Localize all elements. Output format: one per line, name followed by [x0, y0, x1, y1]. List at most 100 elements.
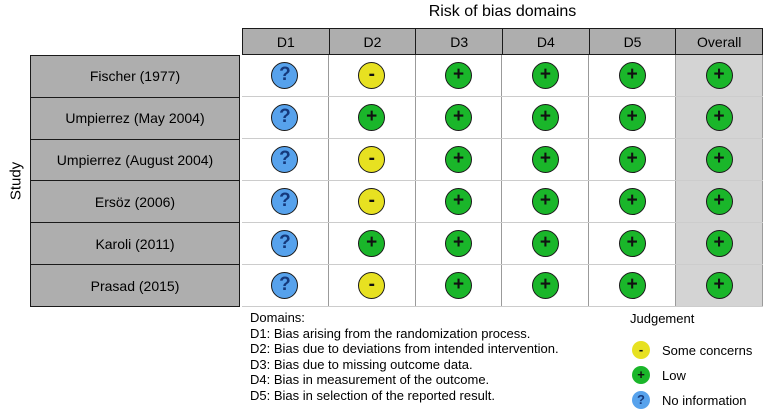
judgement-circle: +: [705, 230, 733, 257]
judgement-circle: -: [358, 272, 386, 299]
judgement-cell: ?: [242, 97, 329, 138]
grid-row: ? - + + + +: [242, 181, 763, 223]
judgement-circle: ?: [271, 230, 299, 257]
judgement-cell: +: [415, 97, 503, 138]
judgement-circle: +: [445, 146, 473, 173]
judgement-circle: +: [445, 62, 473, 89]
judgement-circle: +: [531, 62, 559, 89]
judgement-circle: +: [531, 188, 559, 215]
judgement-circle: +: [531, 104, 559, 131]
domains-legend: Domains: D1: Bias arising from the rando…: [250, 310, 559, 403]
column-header-overall: Overall: [697, 33, 742, 50]
judgement-cell: +: [676, 139, 763, 180]
judgement-cell: -: [328, 265, 416, 306]
study-row-label: Umpierrez (August 2004): [31, 140, 239, 182]
domain-description-d5: D5: Bias in selection of the reported re…: [250, 387, 495, 403]
study-row-label: Karoli (2011): [31, 223, 239, 266]
legend-label: Low: [662, 367, 686, 383]
judgement-cell: +: [328, 223, 416, 264]
judgement-circle: +: [705, 62, 733, 89]
judgement-legend: Judgement - Some concerns + Low ? No inf…: [630, 311, 752, 416]
judgement-cell: +: [676, 181, 763, 222]
study-axis-label: Study: [7, 161, 25, 201]
judgement-cell: +: [589, 97, 677, 138]
judgement-cell: +: [415, 139, 503, 180]
judgement-cell: -: [328, 181, 416, 222]
grid-row: ? - + + + +: [242, 139, 763, 181]
judgement-cell: +: [676, 223, 763, 264]
grid-row: ? + + + + +: [242, 97, 763, 139]
domain-description-d4: D4: Bias in measurement of the outcome.: [250, 372, 490, 387]
judgement-circle: -: [358, 146, 386, 173]
judgement-circle: +: [531, 272, 559, 299]
judgement-cell: +: [415, 55, 503, 96]
judgement-circle: ?: [271, 146, 299, 173]
judgement-circle: +: [358, 104, 386, 131]
judgement-circle: -: [358, 62, 386, 89]
chart-title: Risk of bias domains: [428, 3, 577, 20]
judgement-circle: +: [531, 146, 559, 173]
judgement-cell: +: [502, 139, 590, 180]
legend-label: No information: [662, 392, 747, 408]
judgement-circle: +: [705, 146, 733, 173]
judgement-circle: ?: [271, 272, 299, 299]
judgement-cell: +: [415, 265, 503, 306]
domain-description-d3: D3: Bias due to missing outcome data.: [250, 356, 473, 372]
domain-header-row: D1 D2 D3 D4 D5 Overall: [242, 28, 763, 55]
judgement-cell: +: [415, 223, 503, 264]
judgement-cell: +: [676, 265, 763, 306]
judgement-cell: ?: [242, 181, 329, 222]
column-header-d1: D1: [243, 29, 330, 54]
judgement-circle: +: [705, 104, 733, 131]
judgement-cell: +: [415, 181, 503, 222]
some-concerns-circle-icon: -: [632, 341, 650, 359]
judgement-circle: +: [358, 230, 386, 257]
judgement-circle: +: [705, 188, 733, 215]
study-row-label: Ersöz (2006): [31, 181, 239, 224]
judgement-legend-item-no-information: ? No information: [632, 391, 752, 409]
judgement-circle: ?: [271, 188, 299, 215]
judgement-legend-item-some-concerns: - Some concerns: [632, 341, 752, 359]
judgement-grid: ? - + + + + ? + + + + + ? - + + + + ? - …: [242, 55, 763, 307]
study-row-label: Prasad (2015): [90, 277, 180, 294]
judgement-cell: +: [589, 181, 677, 222]
domain-description-d2: D2: Bias due to deviations from intended…: [250, 341, 559, 356]
judgement-cell: +: [502, 223, 590, 264]
judgement-cell: +: [502, 265, 590, 306]
judgement-circle: +: [445, 230, 473, 257]
judgement-circle: +: [445, 188, 473, 215]
judgement-cell: ?: [242, 223, 329, 264]
judgement-circle: ?: [271, 104, 299, 131]
column-header-d4: D4: [503, 29, 590, 54]
judgement-circle: -: [358, 188, 386, 215]
judgement-cell: +: [589, 55, 677, 96]
grid-row: ? - + + + +: [242, 265, 763, 307]
no-information-circle-icon: ?: [632, 391, 650, 409]
judgement-circle: +: [618, 188, 646, 215]
judgement-cell: +: [502, 181, 590, 222]
judgement-circle: +: [618, 230, 646, 257]
column-header-d3: D3: [416, 29, 504, 54]
judgement-cell: +: [676, 55, 763, 96]
judgement-circle: +: [445, 104, 473, 131]
judgement-circle: +: [618, 104, 646, 131]
judgement-cell: +: [676, 97, 763, 138]
judgement-cell: -: [328, 139, 416, 180]
judgement-legend-item-low: + Low: [632, 366, 752, 384]
judgement-circle: +: [618, 62, 646, 89]
domain-description-d1: D1: Bias arising from the randomization …: [250, 325, 531, 341]
column-header-d5: D5: [590, 29, 677, 54]
judgement-cell: -: [328, 55, 416, 96]
judgement-circle: +: [445, 272, 473, 299]
low-risk-circle-icon: +: [632, 366, 650, 384]
judgement-cell: ?: [242, 265, 329, 306]
judgement-circle: +: [705, 272, 733, 299]
study-row-label: Fischer (1977): [31, 56, 239, 98]
judgement-cell: +: [589, 139, 677, 180]
judgement-cell: ?: [242, 139, 329, 180]
judgement-cell: +: [502, 55, 590, 96]
legend-label: Some concerns: [662, 342, 753, 358]
study-label-column: Fischer (1977) Umpierrez (May 2004) Umpi…: [30, 55, 240, 307]
judgement-cell: ?: [242, 55, 329, 96]
